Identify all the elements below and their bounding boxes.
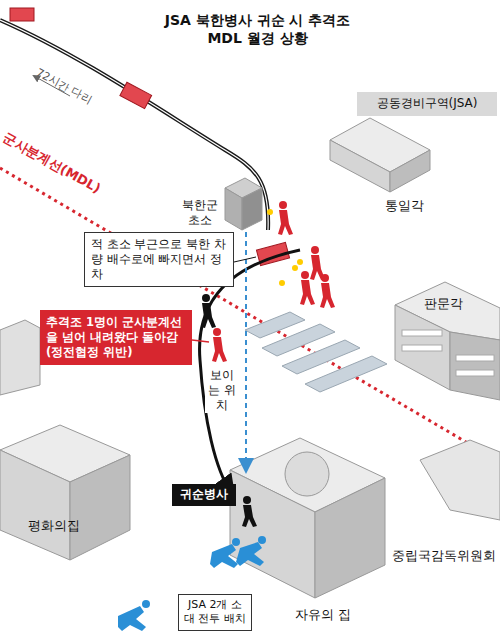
label-text: 중립국감독위원회	[360, 548, 496, 564]
building-label: 판문각	[424, 296, 484, 312]
building-label: 통일각	[385, 198, 445, 214]
label-text: 평화의집	[28, 518, 88, 534]
diagram-title: JSA 북한병사 귀순 시 추격조 MDL 월경 상황	[150, 12, 365, 47]
violation-box: 추격조 1명이 군사분계선을 넘어 내려왔다 돌아감 (정전협정 위반)	[40, 310, 192, 365]
label-text: 판문각	[424, 296, 484, 312]
node-text: JSA 2개 소대 전투 배치	[183, 598, 247, 627]
node-text: 적 초소 부근으로 북한 차량 배수로에 빠지면서 정차	[91, 237, 227, 282]
label-text: 북한군 초소	[178, 198, 222, 228]
label-text: 자유의 집	[295, 607, 375, 623]
node-text: 공동경비구역(JSA)	[363, 96, 491, 112]
view-label: 보이는 위치	[205, 368, 239, 413]
building-label: 평화의집	[28, 518, 88, 534]
mdl-label: 군사분계선(MDL)	[0, 130, 122, 207]
platoon-box: JSA 2개 소대 전투 배치	[178, 594, 252, 631]
label-text: 통일각	[385, 198, 445, 214]
zone-tag: 공동경비구역(JSA)	[357, 92, 497, 116]
label-text: 보이는 위치	[205, 368, 239, 413]
building-label: 자유의 집	[295, 607, 375, 623]
label-text: 군사분계선(MDL)	[0, 130, 122, 207]
callout-box: 적 초소 부근으로 북한 차량 배수로에 빠지면서 정차	[84, 232, 234, 287]
title-text: JSA 북한병사 귀순 시 추격조 MDL 월경 상황	[150, 12, 365, 47]
node-text: 추격조 1명이 군사분계선을 넘어 내려왔다 돌아감 (정전협정 위반)	[46, 315, 186, 360]
defector-tag: 귀순병사	[172, 484, 236, 506]
post-label: 북한군 초소	[178, 198, 222, 228]
node-text: 귀순병사	[177, 487, 231, 503]
building-label: 중립국감독위원회	[360, 548, 496, 564]
